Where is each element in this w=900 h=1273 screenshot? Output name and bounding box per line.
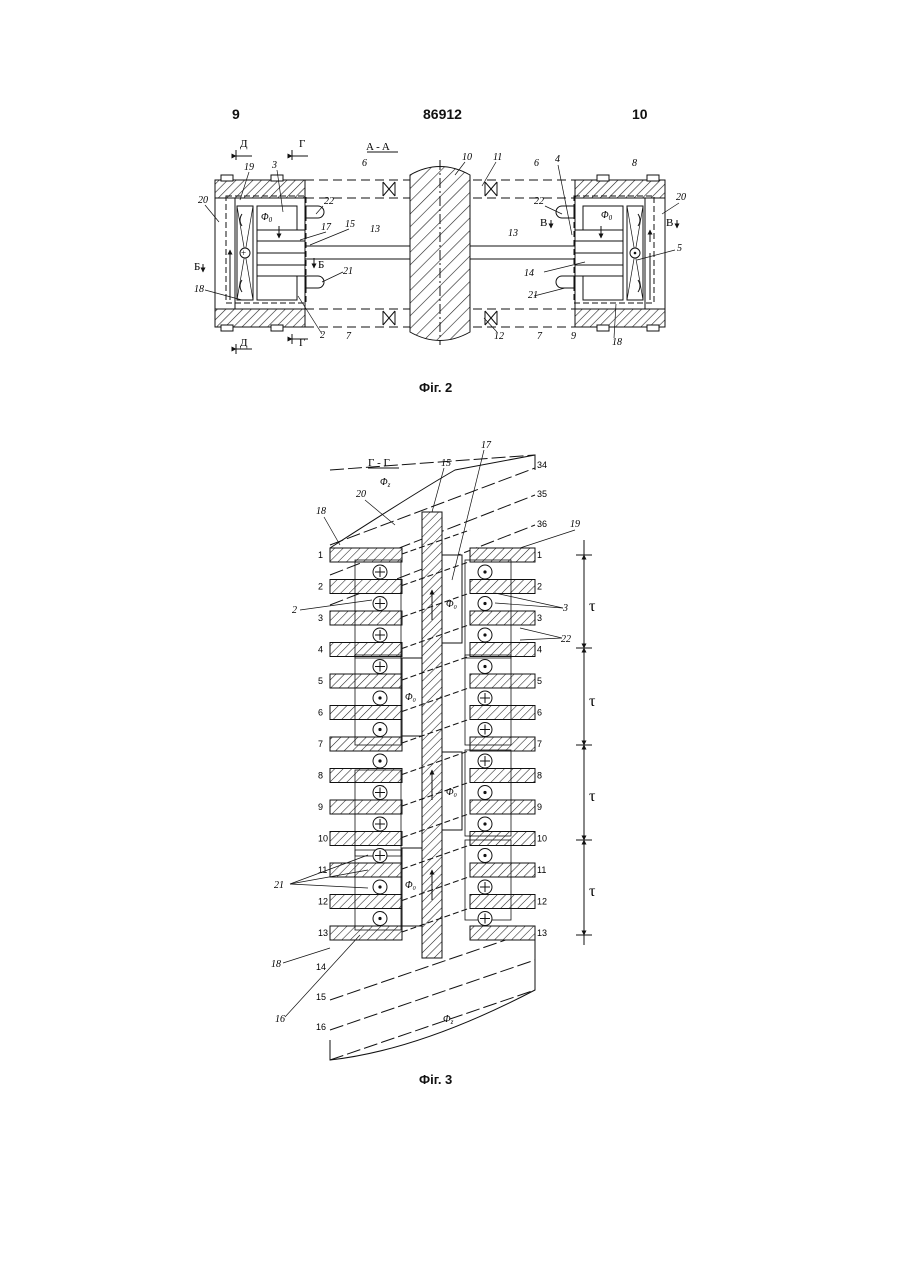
fig3-center-bar xyxy=(402,512,462,958)
fig3-row-label-left-7: 7 xyxy=(318,739,323,749)
fig3-row-label-right-12: 12 xyxy=(537,897,547,907)
fig3-right-tooth-2 xyxy=(470,580,535,594)
fig3-row-label-right-4: 4 xyxy=(537,645,542,655)
fig3-callout-15: 15 xyxy=(441,458,451,469)
fig3-row-label-left-4: 4 xyxy=(318,645,323,655)
fig3-tail-15: 15 xyxy=(316,992,326,1002)
fig3-row-label-right-8: 8 xyxy=(537,771,542,781)
fig3-row-label-left-5: 5 xyxy=(318,676,323,686)
fig3-row-label-left-8: 8 xyxy=(318,771,323,781)
fig3-row-label-right-5: 5 xyxy=(537,676,542,686)
fig3-section-title: Г - Г xyxy=(368,457,390,469)
fig3-left-tooth-4 xyxy=(330,643,402,657)
fig3-row-label-right-11: 11 xyxy=(537,865,546,875)
fig3-row-label-left-2: 2 xyxy=(318,582,323,592)
fig3-coil-dot-mark xyxy=(378,696,381,699)
fig3-left-tooth-6 xyxy=(330,706,402,720)
fig3-right-tooth-10 xyxy=(470,832,535,846)
fig3-right-tooth-7 xyxy=(470,737,535,751)
fig3-callout-19: 19 xyxy=(570,519,580,530)
fig3-coil-dot-mark xyxy=(483,665,486,668)
fig3-coil-dot-mark xyxy=(483,822,486,825)
fig3-row-label-left-9: 9 xyxy=(318,802,323,812)
fig3-caption: Фiг. 3 xyxy=(419,1072,452,1087)
fig3-row-label-right-1: 1 xyxy=(537,550,542,560)
fig3-coil-dot-mark xyxy=(378,885,381,888)
fig3-tail-34: 34 xyxy=(537,460,547,470)
fig3-row-label-right-9: 9 xyxy=(537,802,542,812)
fig3-tail-35: 35 xyxy=(537,489,547,499)
fig3-left-tooth-7 xyxy=(330,737,402,751)
fig3-callout-21: 21 xyxy=(274,880,284,891)
fig3-right-tooth-5 xyxy=(470,674,535,688)
fig3-coil-dot-mark xyxy=(378,917,381,920)
fig3-right-tooth-9 xyxy=(470,800,535,814)
fig3-callout-17: 17 xyxy=(481,440,492,451)
fig3-flux-top: Φz xyxy=(380,477,391,489)
fig3-left-tooth-9 xyxy=(330,800,402,814)
fig3-tail-16: 16 xyxy=(316,1022,326,1032)
fig3-right-tooth-13 xyxy=(470,926,535,940)
fig3-row-label-right-3: 3 xyxy=(537,613,542,623)
fig3-callout-2: 2 xyxy=(292,605,297,616)
fig3-coil-dot-mark xyxy=(483,854,486,857)
fig3-row-label-left-3: 3 xyxy=(318,613,323,623)
fig3-left-tooth-10 xyxy=(330,832,402,846)
fig3-row-label-right-2: 2 xyxy=(537,582,542,592)
fig3-coil-dot-mark xyxy=(378,759,381,762)
fig3-row-label-left-6: 6 xyxy=(318,708,323,718)
fig3-left-tooth-13 xyxy=(330,926,402,940)
fig3-callout-18a: 18 xyxy=(316,506,326,517)
fig3-left-tooth-12 xyxy=(330,895,402,909)
fig3-row-label-right-13: 13 xyxy=(537,928,547,938)
fig3-flux-bottom: Φz xyxy=(443,1014,454,1026)
fig3-tail-36: 36 xyxy=(537,519,547,529)
fig3-right-tooth-8 xyxy=(470,769,535,783)
fig3-row-label-left-11: 11 xyxy=(318,865,327,875)
fig3-right-tooth-3 xyxy=(470,611,535,625)
fig3-right-tooth-6 xyxy=(470,706,535,720)
fig3-coil-dot-mark xyxy=(483,602,486,605)
fig3-row-label-left-13: 13 xyxy=(318,928,328,938)
fig3-left-tooth-5 xyxy=(330,674,402,688)
fig3-coil-dot-mark xyxy=(378,728,381,731)
fig3-left-tooth-3 xyxy=(330,611,402,625)
fig3-tau-1: τ xyxy=(589,598,596,615)
fig3-right-tooth-4 xyxy=(470,643,535,657)
fig3-tau-4: τ xyxy=(589,883,596,900)
fig3-left-tooth-8 xyxy=(330,769,402,783)
fig3-row-label-left-1: 1 xyxy=(318,550,323,560)
fig3-row-label-left-12: 12 xyxy=(318,897,328,907)
fig3-row-label-right-10: 10 xyxy=(537,834,547,844)
fig3-right-tooth-11 xyxy=(470,863,535,877)
fig3-callout-16: 16 xyxy=(275,1014,285,1025)
fig3-tau-3: τ xyxy=(589,788,596,805)
fig3-coil-dot-mark xyxy=(483,570,486,573)
fig3-left-tooth-2 xyxy=(330,580,402,594)
fig3-tau-2: τ xyxy=(589,693,596,710)
fig3-row-label-right-6: 6 xyxy=(537,708,542,718)
fig3-row-label-right-7: 7 xyxy=(537,739,542,749)
fig3-coil-dot-mark xyxy=(483,633,486,636)
fig3-callout-18b: 18 xyxy=(271,959,281,970)
fig3-tail-14: 14 xyxy=(316,962,326,972)
fig3-right-tooth-12 xyxy=(470,895,535,909)
fig3-row-label-left-10: 10 xyxy=(318,834,328,844)
fig3-callout-20: 20 xyxy=(356,489,366,500)
fig3-coil-dot-mark xyxy=(483,791,486,794)
fig3-callout-22: 22 xyxy=(561,634,571,645)
fig3-callout-3: 3 xyxy=(562,603,568,614)
